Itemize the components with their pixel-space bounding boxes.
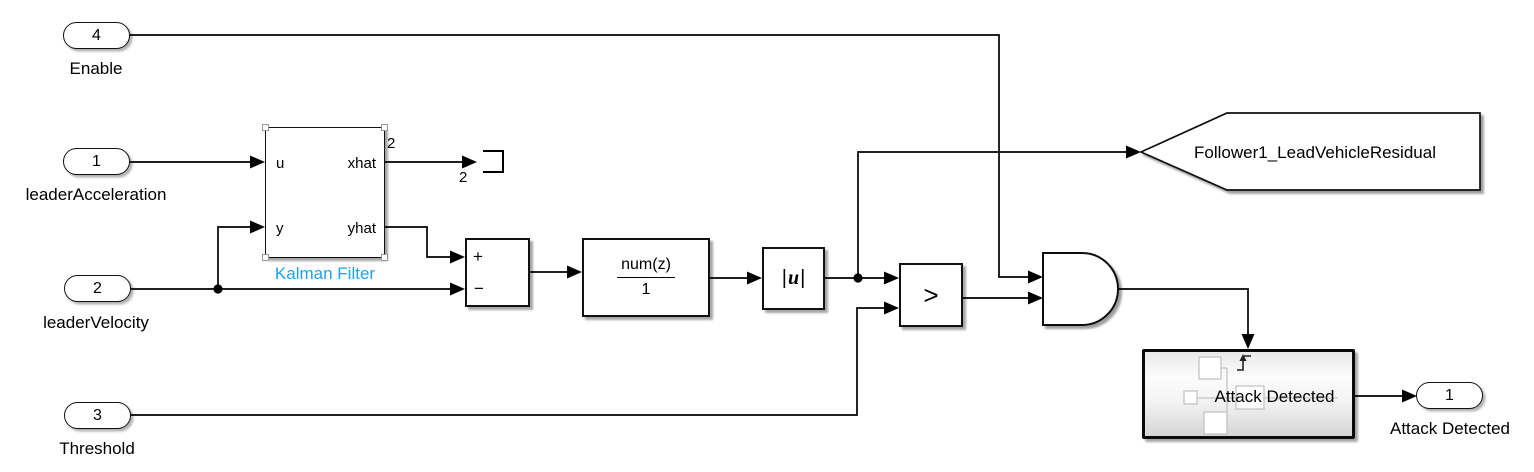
attack-detected-subsystem-name[interactable]: Attack Detected — [1214, 387, 1335, 406]
sum-minus-sign: − — [474, 279, 484, 298]
wire-branch-to-goto[interactable] — [857, 151, 1127, 278]
kalman-outport-yhat: yhat — [347, 220, 376, 237]
wire-enable-to-and[interactable] — [130, 34, 1029, 278]
arrowhead — [567, 265, 582, 279]
kalman-filter-name[interactable]: Kalman Filter — [274, 264, 376, 283]
inport-leader-velocity-label[interactable]: leaderVelocity — [43, 313, 149, 332]
trigger-port-icon — [1237, 354, 1251, 371]
branch-point[interactable] — [213, 284, 223, 294]
selection-handle[interactable] — [381, 124, 388, 131]
arrowhead — [462, 155, 477, 169]
arrowhead — [1126, 145, 1141, 159]
abs-right-bar: | — [800, 267, 806, 289]
wire-branch-to-kalman-y[interactable] — [217, 226, 251, 289]
wire-and-to-subsystem-trigger[interactable] — [1118, 288, 1249, 335]
kalman-filter-block[interactable]: u y xhat yhat — [262, 124, 388, 261]
arrowhead — [450, 282, 465, 296]
inport-threshold[interactable]: 3 — [64, 402, 131, 429]
inport-number: 1 — [92, 152, 101, 170]
kalman-inport-u: u — [276, 155, 285, 172]
preview-box — [1203, 411, 1228, 435]
arrowhead — [250, 155, 265, 169]
inport-enable[interactable]: 4 — [63, 22, 130, 49]
goto-block[interactable] — [1138, 112, 1481, 191]
arrowhead — [1402, 389, 1417, 403]
arrowhead — [1028, 270, 1043, 284]
abs-left-bar: | — [781, 267, 787, 289]
signal-width-annotation: 2 — [387, 135, 396, 152]
subsystem-content-preview — [1183, 356, 1338, 435]
outport-attack-detected[interactable]: 1 — [1416, 382, 1483, 409]
kalman-outport-xhat: xhat — [347, 155, 376, 172]
fraction-bar — [617, 277, 675, 278]
outport-number: 1 — [1445, 386, 1454, 404]
selection-handle[interactable] — [262, 124, 269, 131]
preview-box — [1183, 390, 1198, 405]
inport-enable-label[interactable]: Enable — [69, 59, 123, 78]
transfer-fcn-numerator: num(z) — [621, 256, 671, 273]
arrowhead — [1028, 291, 1043, 305]
inport-leader-acceleration[interactable]: 1 — [63, 148, 130, 175]
inport-leader-acceleration-label[interactable]: leaderAcceleration — [25, 185, 167, 204]
relational-operator-block[interactable]: > — [899, 263, 963, 327]
transfer-fcn-denominator: 1 — [641, 281, 651, 298]
arrowhead — [747, 271, 762, 285]
wire-yhat-to-sum-plus[interactable] — [385, 226, 451, 258]
relational-operator-symbol: > — [923, 279, 939, 310]
branch-point[interactable] — [853, 273, 863, 283]
inport-leader-velocity[interactable]: 2 — [64, 275, 131, 302]
selection-handle[interactable] — [381, 254, 388, 261]
arrowhead — [884, 271, 899, 285]
goto-tag-label[interactable]: Follower1_LeadVehicleResidual — [1194, 143, 1436, 162]
kalman-inport-y: y — [276, 220, 284, 237]
arrowhead — [884, 301, 899, 315]
preview-box — [1235, 385, 1265, 410]
transfer-fcn-block[interactable]: num(z) 1 — [582, 238, 710, 317]
wire-threshold-to-relational[interactable] — [130, 307, 885, 416]
inport-number: 4 — [92, 26, 101, 44]
signal-width-annotation: 2 — [459, 169, 468, 186]
sum-block[interactable]: + − — [465, 238, 530, 307]
sum-plus-sign: + — [473, 247, 483, 266]
arrowhead — [250, 220, 265, 234]
inport-number: 2 — [93, 279, 102, 297]
outport-attack-detected-label[interactable]: Attack Detected — [1389, 419, 1510, 438]
arrowhead — [450, 250, 465, 264]
terminator-block[interactable] — [483, 150, 504, 173]
preview-box — [1198, 356, 1222, 380]
inport-number: 3 — [93, 406, 102, 424]
arrowhead — [1241, 334, 1255, 349]
inport-threshold-label[interactable]: Threshold — [59, 439, 135, 458]
selection-handle[interactable] — [262, 254, 269, 261]
abs-block[interactable]: |u| — [762, 247, 825, 310]
attack-detected-subsystem-block[interactable] — [1142, 349, 1355, 439]
and-gate-block[interactable] — [1042, 252, 1119, 326]
abs-u-symbol: u — [787, 267, 800, 289]
